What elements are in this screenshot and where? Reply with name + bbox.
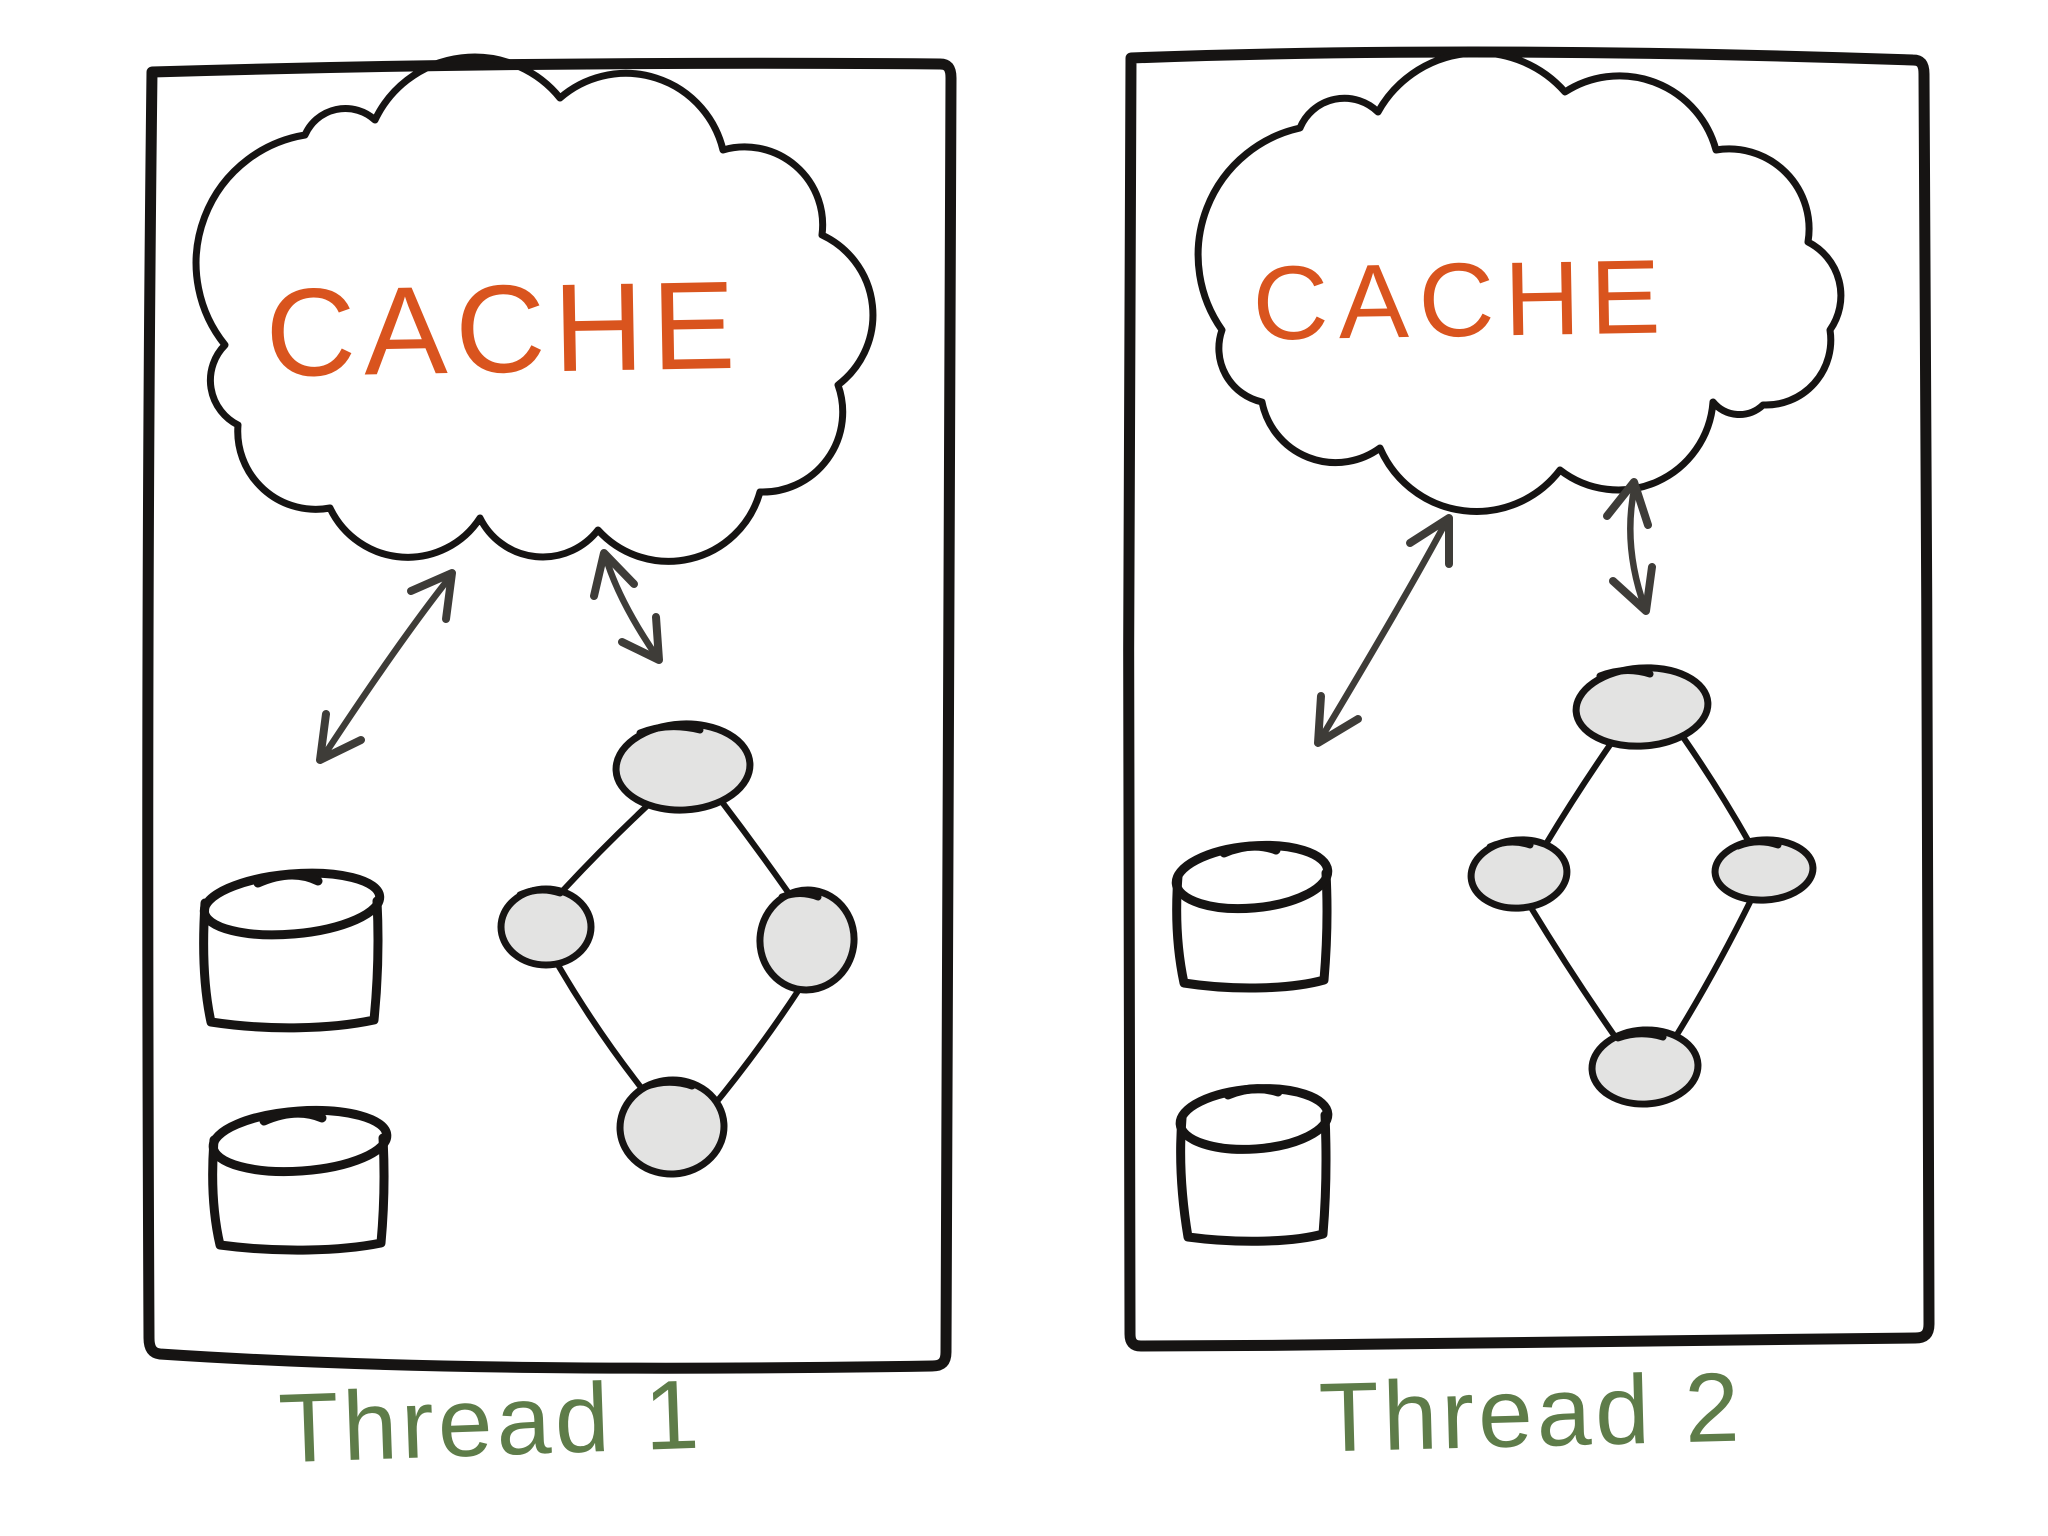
storage-panel-2 — [1171, 840, 1333, 1246]
panel-thread-1: CACHE — [142, 53, 957, 1374]
graph-edge — [555, 962, 646, 1093]
cloud-graph-arrow-icon — [1603, 478, 1656, 615]
cloud-storage-arrow-icon — [316, 569, 456, 764]
cache-cloud-1: CACHE — [192, 53, 877, 565]
graph-edge — [1527, 903, 1619, 1041]
panel-2-speckles — [1209, 138, 1855, 1325]
object-graph-2 — [1467, 664, 1817, 1108]
thread-1-caption: Thread 1 — [277, 1359, 705, 1484]
graph-node — [616, 1076, 728, 1178]
database-cylinder-icon — [208, 1105, 392, 1255]
database-cylinder-icon — [199, 868, 385, 1033]
arrows-panel-2 — [1314, 478, 1656, 747]
cloud-storage-arrow-icon — [1314, 514, 1453, 747]
cache-label-2: CACHE — [1252, 238, 1672, 362]
graph-edge — [553, 802, 651, 901]
arrows-panel-1 — [316, 549, 663, 764]
database-cylinder-icon — [1175, 1084, 1333, 1246]
object-graph-1 — [497, 720, 858, 1178]
graph-edges — [1527, 734, 1755, 1044]
cloud-1-outline — [192, 53, 877, 565]
panel-thread-2: CACHE — [1123, 46, 1935, 1352]
graph-node — [1572, 664, 1712, 750]
graph-node — [1588, 1026, 1702, 1108]
graph-edge — [1543, 739, 1615, 847]
panel-2-frame — [1123, 46, 1935, 1352]
graph-edge — [707, 985, 803, 1113]
storage-panel-1 — [199, 868, 392, 1255]
graph-edge — [719, 799, 793, 898]
graph-node — [1467, 836, 1571, 912]
cloud-2-outline — [1194, 49, 1845, 515]
graph-node — [1711, 836, 1817, 904]
thread-2-caption: Thread 2 — [1318, 1351, 1745, 1472]
panel-1-speckles — [207, 160, 824, 1295]
graph-edge — [1680, 734, 1752, 845]
graph-edges — [553, 799, 803, 1113]
cache-label-1: CACHE — [264, 256, 744, 403]
graph-node — [756, 886, 858, 994]
cache-cloud-2: CACHE — [1194, 49, 1845, 515]
graph-node — [612, 720, 754, 814]
panel-1-frame — [142, 57, 957, 1374]
database-cylinder-icon — [1171, 840, 1333, 993]
graph-nodes — [1467, 664, 1817, 1108]
graph-node — [497, 885, 595, 969]
cloud-graph-arrow-icon — [590, 549, 663, 664]
graph-edge — [1670, 895, 1755, 1044]
graph-nodes — [497, 720, 858, 1178]
